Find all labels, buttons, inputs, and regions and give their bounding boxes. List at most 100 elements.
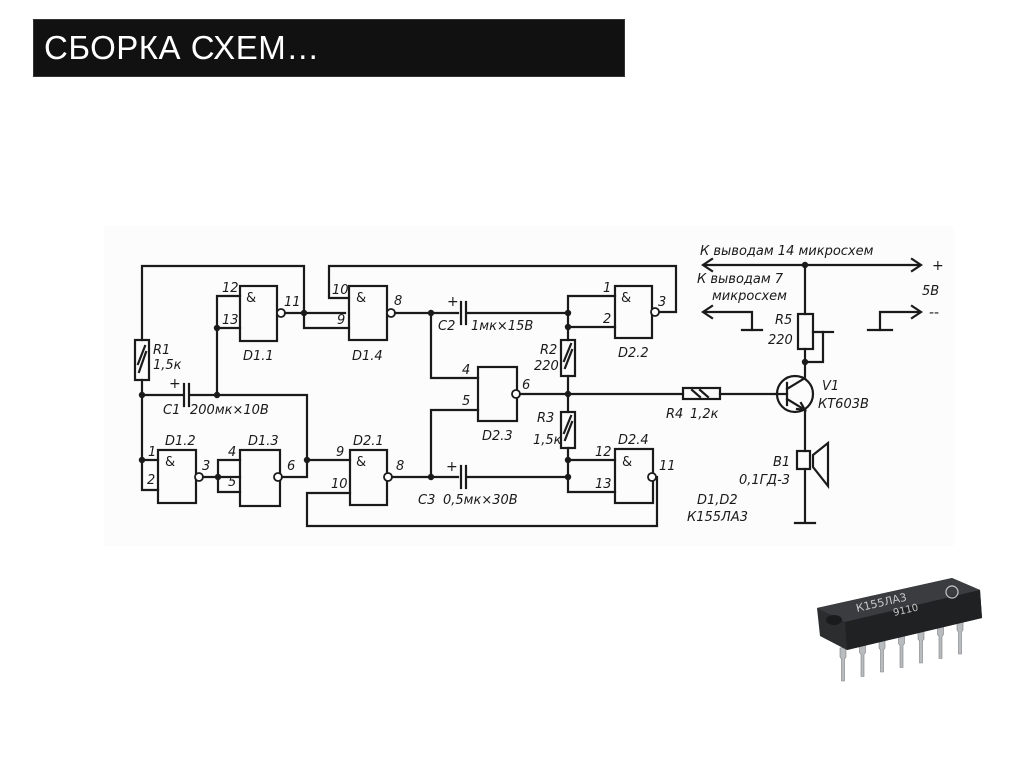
d22-pin-b: 2	[603, 312, 611, 327]
r2-name: R2	[540, 343, 557, 358]
d11-label: D1.1	[243, 349, 274, 364]
chip-notch	[826, 615, 842, 625]
d14-symbol: &	[356, 291, 366, 306]
gate-d1-4	[302, 264, 678, 342]
ground-bus-right	[866, 304, 923, 332]
d24-pin-b: 13	[595, 477, 612, 492]
gate-d2-3	[429, 311, 685, 479]
c2-name: C2	[438, 319, 455, 334]
dip14-chip-illustration: К155ЛА3 9110	[817, 578, 982, 682]
d11-pin-a: 12	[222, 281, 239, 296]
c2-polarity: +	[447, 294, 459, 310]
d24-pin-a: 12	[595, 445, 612, 460]
gate-d1-2	[140, 448, 242, 505]
capacitor-c1	[140, 382, 309, 462]
chip-pin	[898, 633, 905, 668]
d21-pin-b: 10	[331, 477, 348, 492]
d22-label: D2.2	[618, 346, 649, 361]
pin14-label: К выводам 14 микросхем	[700, 244, 874, 259]
minus-sign: --	[929, 305, 939, 321]
d24-symbol: &	[622, 455, 632, 470]
d11-pin-b: 13	[222, 313, 239, 328]
chip-side	[845, 590, 982, 650]
chip-pin	[878, 637, 886, 673]
resistor-r2	[559, 338, 577, 414]
chip-pin	[917, 628, 925, 664]
d11-symbol: &	[246, 291, 256, 306]
d23-pin-a: 4	[462, 363, 470, 378]
chip-pin	[956, 619, 964, 655]
r4-name: R4	[666, 407, 683, 422]
d12-symbol: &	[165, 455, 175, 470]
d12-pin-b: 2	[147, 473, 155, 488]
d13-label: D1.3	[248, 434, 279, 449]
r5-value: 220	[768, 333, 793, 348]
chip-pins	[839, 619, 964, 682]
d22-pin-a: 1	[603, 281, 611, 296]
resistor-r1	[133, 338, 151, 382]
d12-label: D1.2	[165, 434, 196, 449]
r3-value: 1,5к	[533, 433, 562, 448]
d13-pin-b: 5	[228, 475, 236, 490]
d14-pin-b: 9	[337, 313, 345, 328]
d21-symbol: &	[356, 455, 366, 470]
gate-d1-1	[215, 284, 347, 397]
capacitor-c3	[459, 464, 570, 490]
d23-label: D2.3	[482, 429, 513, 444]
transistor-v1	[774, 374, 815, 453]
d14-pin-a: 10	[332, 283, 349, 298]
d12-pin-out: 3	[202, 459, 210, 474]
d21-label: D2.1	[353, 434, 384, 449]
d11-pin-out: 11	[284, 295, 301, 310]
gate-d2-4	[566, 447, 657, 505]
r2-value: 220	[534, 359, 559, 374]
speaker-b1	[793, 440, 830, 525]
ic-types-note-2: К155ЛА3	[687, 510, 748, 525]
chip-pin	[839, 646, 847, 682]
ic-chip-photo: К155ЛА3 9110	[812, 570, 987, 690]
resistor-r5	[796, 263, 835, 378]
d24-label: D2.4	[618, 433, 649, 448]
ic-types-note: D1,D2	[697, 493, 738, 508]
d23-pin-b: 5	[462, 394, 470, 409]
voltage-label: 5В	[922, 284, 939, 299]
r5-name: R5	[775, 313, 792, 328]
d23-pin-out: 6	[522, 378, 530, 393]
c2-value: 1мк×15В	[471, 319, 533, 334]
d21-pin-a: 9	[336, 445, 344, 460]
chip-top	[817, 578, 980, 622]
d13-pin-a: 4	[228, 445, 236, 460]
r3-name: R3	[537, 411, 554, 426]
r1-name: R1	[153, 343, 170, 358]
c3-name: C3	[418, 493, 435, 508]
plus-bus	[701, 257, 923, 273]
slide-title-bar: СБОРКА СХЕМ…	[33, 19, 625, 77]
plus-sign: +	[932, 258, 944, 274]
d12-pin-a: 1	[148, 445, 156, 460]
c1-polarity: +	[169, 376, 181, 392]
r4-value: 1,2к	[690, 407, 719, 422]
c1-value: 200мк×10В	[190, 403, 269, 418]
slide-title: СБОРКА СХЕМ…	[44, 29, 320, 66]
chip-pin	[859, 642, 866, 677]
d22-pin-out: 3	[658, 295, 666, 310]
b1-value: 0,1ГД-3	[739, 473, 790, 488]
resistor-r4	[681, 386, 778, 401]
pin7-label: К выводам 7	[697, 272, 784, 287]
v1-name: V1	[822, 379, 839, 394]
d22-symbol: &	[621, 291, 631, 306]
c1-name: C1	[163, 403, 180, 418]
capacitor-c2	[459, 300, 570, 326]
c3-polarity: +	[446, 459, 458, 475]
v1-value: КТ603В	[818, 397, 869, 412]
d24-pin-out: 11	[659, 459, 676, 474]
r1-value: 1,5к	[153, 358, 182, 373]
c3-value: 0,5мк×30В	[443, 493, 518, 508]
chip-pin	[937, 624, 944, 659]
chip-logo	[945, 585, 959, 599]
b1-name: B1	[773, 455, 790, 470]
d13-pin-out: 6	[287, 459, 295, 474]
d21-pin-out: 8	[396, 459, 404, 474]
d14-label: D1.4	[352, 349, 383, 364]
